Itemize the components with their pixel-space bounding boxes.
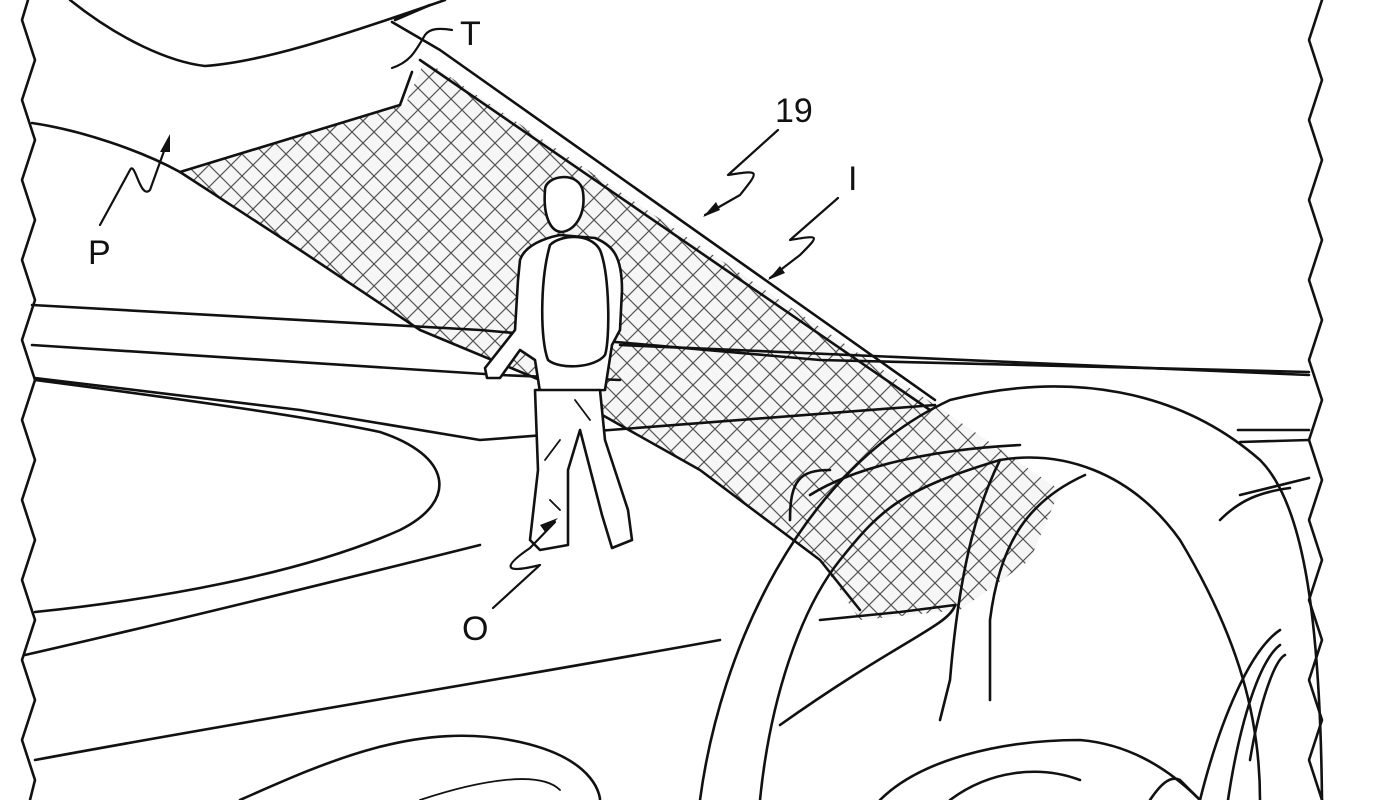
pedestrian-figure [483, 175, 634, 552]
right-break-line [1307, 0, 1324, 800]
door-panel-curves [23, 378, 722, 762]
callout-19: 19 [703, 92, 813, 217]
upper-trim [30, 0, 447, 174]
left-break-line [20, 0, 37, 800]
callout-O: O [462, 518, 558, 648]
steering-wheel [698, 385, 1324, 800]
label-O: O [462, 610, 488, 648]
label-19: 19 [775, 92, 813, 130]
callout-T: T [390, 15, 481, 70]
label-I: I [848, 160, 857, 198]
callout-I: I [768, 160, 857, 280]
label-T: T [460, 15, 481, 53]
air-vent [238, 734, 602, 800]
callout-P: P [88, 134, 170, 272]
label-P: P [88, 234, 111, 272]
